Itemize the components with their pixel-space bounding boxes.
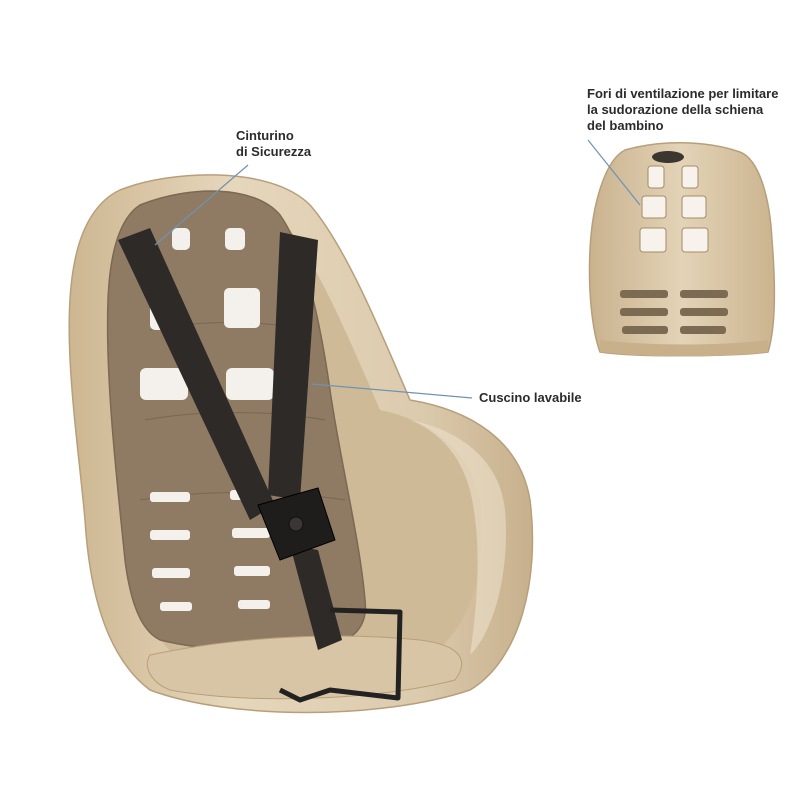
back-top-slot [652, 151, 684, 163]
back-vent-holes [639, 165, 709, 253]
leader-cushion [311, 383, 473, 399]
back-lower-slots [620, 290, 728, 334]
child-seat-front [68, 174, 534, 714]
label-ventilation-holes: Fori di ventilazione per limitare la sud… [587, 86, 800, 134]
safety-belt [118, 228, 403, 703]
shell-highlight [410, 420, 506, 655]
child-seat-back [588, 141, 776, 357]
belt-strap-right [268, 232, 318, 500]
label-ventilation-line3: del bambino [587, 118, 664, 133]
leader-lines [154, 139, 641, 399]
label-safety-belt-line2: di Sicurezza [236, 144, 312, 159]
leader-belt [154, 164, 249, 246]
back-bottom-edge [600, 340, 768, 357]
belt-strap-lower [290, 545, 342, 650]
label-ventilation-line2: la sudorazione della schiena [587, 102, 764, 117]
label-safety-belt: Cinturino di Sicurezza [236, 128, 311, 160]
metal-bracket [278, 607, 403, 703]
label-washable-cushion-text: Cuscino lavabile [479, 390, 582, 405]
seat-front-lip [146, 635, 463, 700]
label-washable-cushion: Cuscino lavabile [479, 390, 582, 406]
buckle-button-icon [288, 516, 304, 532]
leader-vent [587, 139, 641, 206]
label-ventilation-line1: Fori di ventilazione per limitare [587, 86, 779, 101]
label-safety-belt-line1: Cinturino [236, 128, 294, 143]
belt-strap-left [118, 228, 275, 520]
